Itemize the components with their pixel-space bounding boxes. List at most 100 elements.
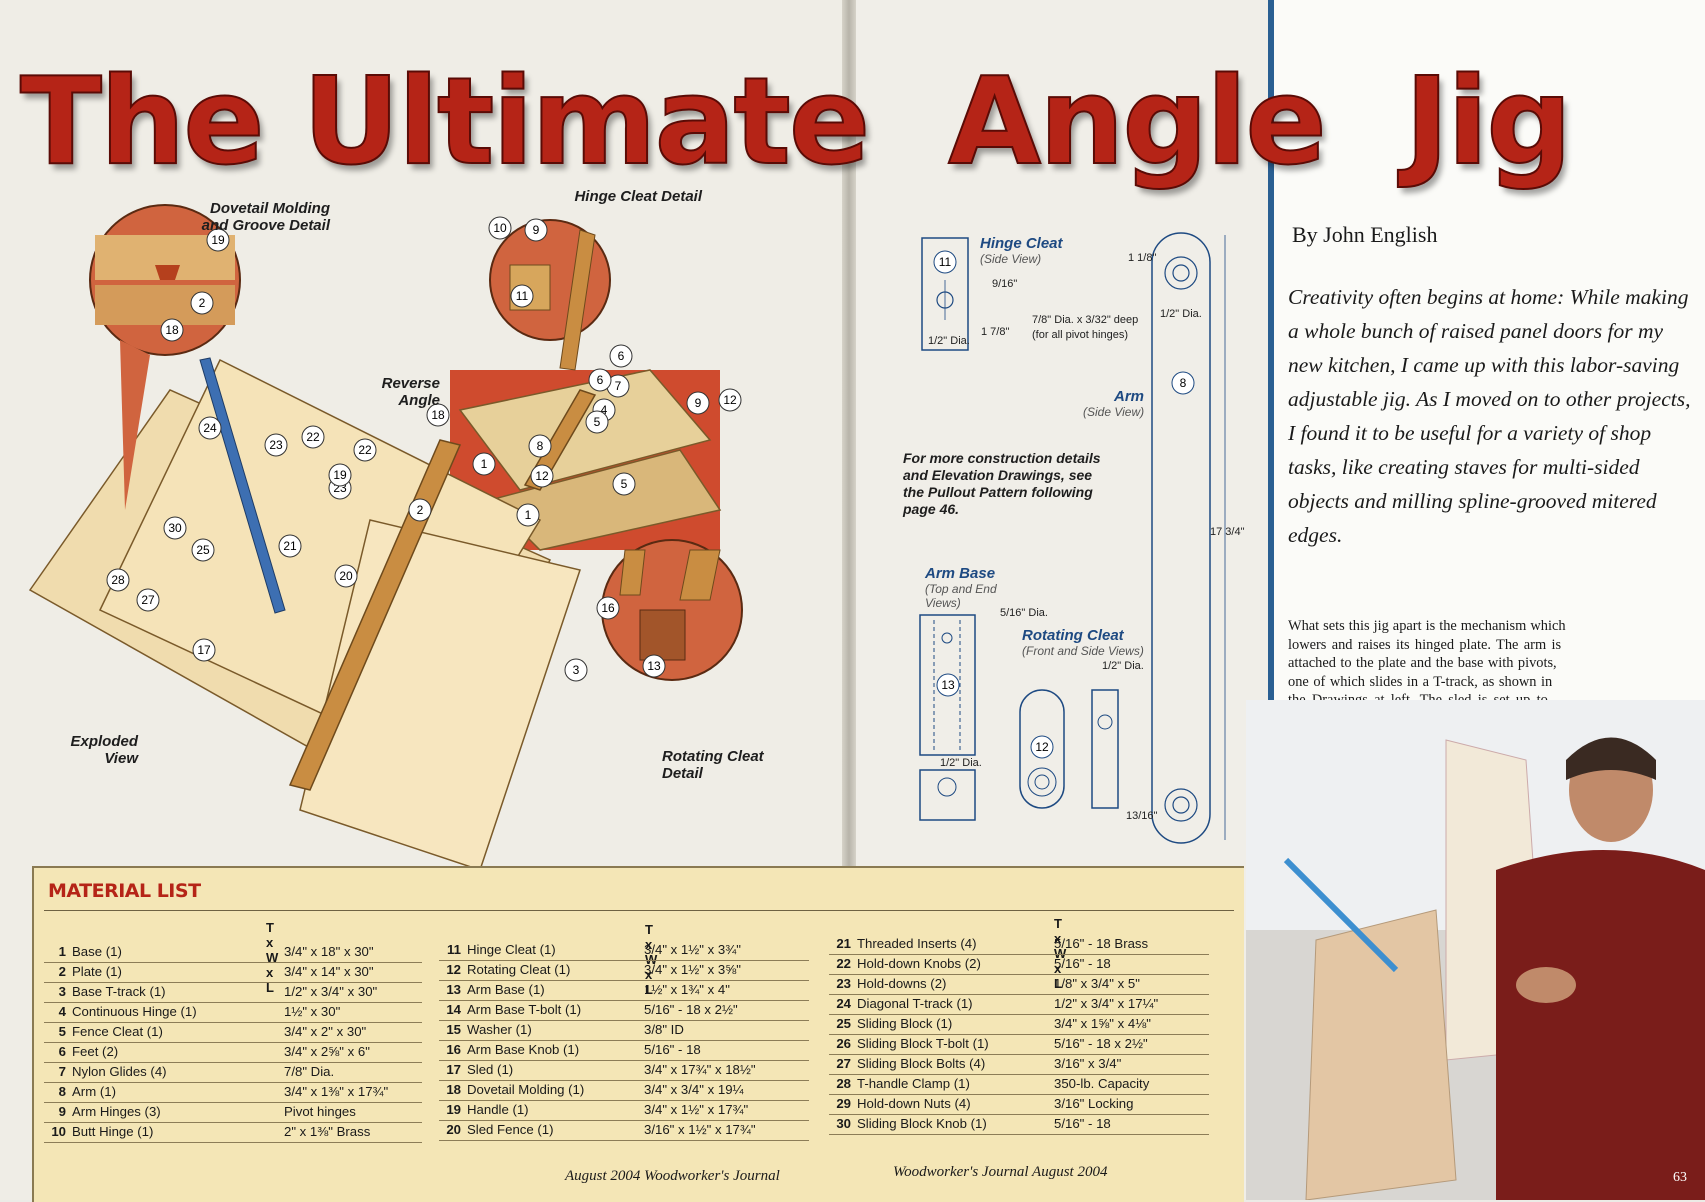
- part-callout-circle: [596, 596, 620, 620]
- material-part-name: Arm Base (1): [467, 982, 545, 997]
- drawing-part-number: 13: [941, 678, 955, 692]
- material-part-number: 10: [51, 1124, 66, 1139]
- dim-1-1-8: 1 1/8": [1128, 252, 1157, 264]
- drawing-part-circle: [936, 673, 960, 697]
- material-part-name: Sled Fence (1): [467, 1122, 554, 1137]
- material-part-name: Hold-down Nuts (4): [857, 1096, 971, 1111]
- part-callout-number: 12: [535, 469, 549, 483]
- material-part-dimensions: 3/16" Locking: [1054, 1096, 1134, 1111]
- part-callout-number: 23: [269, 438, 283, 452]
- part-callout-number: 22: [306, 430, 320, 444]
- part-callout-circle: [136, 588, 160, 612]
- part-callout-circle: [530, 464, 554, 488]
- material-part-dimensions: 3/4" x 3/4" x 19¼: [644, 1082, 744, 1097]
- photo-t-track: [1283, 857, 1399, 973]
- material-col2-header: T x W x L: [645, 922, 660, 997]
- material-part-dimensions: 1/2" x 3/4" x 30": [284, 984, 378, 999]
- material-part-name: Hinge Cleat (1): [467, 942, 556, 957]
- arm-base-title: Arm Base: [925, 565, 996, 582]
- construction-note: For more construction details and Elevat…: [903, 450, 1101, 517]
- dim-rotating-hole: 1/2" Dia.: [1102, 660, 1144, 672]
- dim-half-dia: 1/2" Dia.: [928, 335, 970, 347]
- material-part-name: Threaded Inserts (4): [857, 936, 977, 951]
- dovetail-key: [155, 265, 180, 280]
- arm-base-end-hole: [937, 777, 957, 797]
- material-part-name: Butt Hinge (1): [72, 1124, 154, 1139]
- material-part-number: 19: [446, 1102, 461, 1117]
- part-callout-number: 20: [339, 569, 353, 583]
- material-part-name: Fence Cleat (1): [72, 1024, 163, 1039]
- material-part-name: Nylon Glides (4): [72, 1064, 167, 1079]
- material-part-dimensions: 5/16" - 18 Brass: [1054, 936, 1149, 951]
- part-callout-circle: [642, 654, 666, 678]
- material-col1-header: T x W x L: [266, 920, 281, 995]
- part-callout-circle: [328, 463, 352, 487]
- part-callout-number: 11: [516, 289, 529, 303]
- arm-bottom-pivot: [1164, 788, 1198, 822]
- part-callout-circle: [585, 410, 609, 434]
- part-callout-number: 19: [211, 233, 225, 247]
- part-callout-circle: [160, 318, 184, 342]
- part-callout-number: 2: [199, 296, 206, 310]
- material-part-number: 13: [446, 982, 461, 997]
- material-part-number: 15: [446, 1022, 461, 1037]
- part-callout-number: 6: [597, 373, 604, 387]
- material-part-number: 24: [836, 996, 851, 1011]
- material-part-dimensions: 3/4" x 1½" x 3⅝": [644, 962, 741, 977]
- part-callout-number: 10: [493, 221, 507, 235]
- material-part-number: 27: [836, 1056, 851, 1071]
- part-callout-number: 1: [481, 457, 488, 471]
- part-callout-circle: [198, 416, 222, 440]
- material-part-name: Base T-track (1): [72, 984, 166, 999]
- hinge-cleat-title: Hinge Cleat: [980, 235, 1063, 252]
- part-callout-circle: [426, 403, 450, 427]
- part-callout-number: 6: [618, 349, 625, 363]
- part-callout-number: 4: [601, 403, 608, 417]
- material-part-name: Sliding Block Knob (1): [857, 1116, 987, 1131]
- material-part-number: 17: [446, 1062, 461, 1077]
- page-number: 63: [1673, 1170, 1687, 1185]
- part-callout-number: 16: [601, 601, 615, 615]
- material-part-dimensions: 3/4" x 1⅜" x 17¾": [284, 1084, 389, 1099]
- material-part-name: Plate (1): [72, 964, 122, 979]
- part-callout-circle: [718, 388, 742, 412]
- rotating-cleat-hole: [1034, 774, 1050, 790]
- material-part-dimensions: 3/4" x 1½" x 17¾": [644, 1102, 749, 1117]
- part-callout-circle: [564, 658, 588, 682]
- part-callout-number: 3: [573, 663, 580, 677]
- part-callout-circle: [510, 284, 534, 308]
- part-callout-circle: [334, 564, 358, 588]
- part-callout-number: 30: [168, 521, 182, 535]
- part-callout-circle: [206, 228, 230, 252]
- part-callout-circle: [612, 472, 636, 496]
- material-part-name: Hold-downs (2): [857, 976, 947, 991]
- exploded-view-label: Exploded View: [70, 733, 138, 767]
- part-callout-number: 12: [723, 393, 737, 407]
- material-part-name: Arm Hinges (3): [72, 1104, 161, 1119]
- material-part-name: Hold-down Knobs (2): [857, 956, 981, 971]
- arm-base-top-outline: [919, 614, 976, 756]
- material-part-number: 4: [58, 1004, 66, 1019]
- dim-base-end-hole: 1/2" Dia.: [940, 757, 982, 769]
- footer-right: Woodworker's Journal August 2004: [893, 1164, 1108, 1180]
- material-part-number: 18: [446, 1082, 461, 1097]
- rotating-cleat-side: [1091, 689, 1119, 809]
- material-part-dimensions: Pivot hinges: [284, 1104, 356, 1119]
- part-callout-number: 17: [197, 643, 211, 657]
- material-part-number: 5: [58, 1024, 66, 1039]
- exploded-view-diagram: 1234567891011121316171819202122232425272…: [28, 204, 743, 870]
- material-part-name: Arm Base Knob (1): [467, 1042, 580, 1057]
- part-callout-number: 22: [358, 443, 372, 457]
- drawing-part-circle: [1171, 371, 1195, 395]
